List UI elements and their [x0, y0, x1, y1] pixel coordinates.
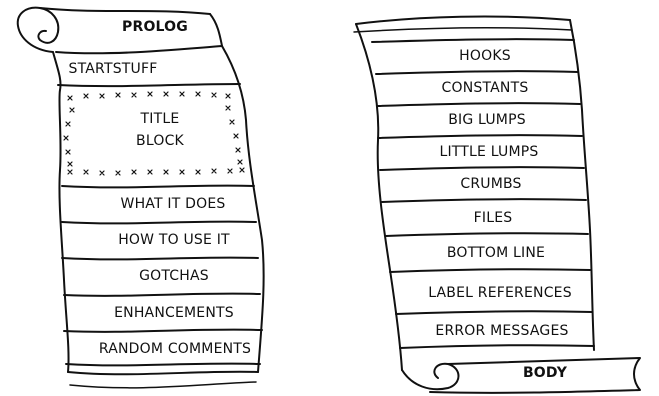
prolog-banner-right — [209, 13, 223, 47]
prolog-section-random-comments: RANDOM COMMENTS — [98, 341, 252, 357]
prolog-left-edge — [52, 51, 70, 373]
prolog-top-curl — [16, 6, 60, 53]
body-section-big-lumps: BIG LUMPS — [448, 112, 526, 128]
prolog-section-how-to-use-it: HOW TO USE IT — [118, 232, 230, 248]
body-section-files: FILES — [473, 210, 513, 226]
body-banner — [429, 357, 641, 394]
prolog-section-startstuff: STARTSTUFF — [68, 61, 158, 77]
title-block-line-1: TITLE — [140, 111, 180, 127]
title-block-x-border — [63, 91, 245, 176]
body-section-crumbs: CRUMBS — [460, 176, 522, 192]
prolog-banner-top — [39, 7, 211, 15]
title-block-line-2: BLOCK — [136, 133, 184, 149]
body-section-bottom-line: BOTTOM LINE — [446, 245, 546, 261]
prolog-section-gotchas: GOTCHAS — [139, 268, 209, 284]
body-top-edge — [355, 15, 571, 25]
body-bottom-curl — [401, 362, 460, 391]
prolog-title: PROLOG — [122, 19, 188, 35]
prolog-bottom-edge — [67, 370, 259, 376]
body-title: BODY — [522, 365, 568, 381]
prolog-section-enhancements: ENHANCEMENTS — [114, 305, 234, 321]
body-scroll — [353, 15, 641, 394]
prolog-right-edge — [221, 45, 265, 373]
body-section-constants: CONSTANTS — [441, 80, 529, 96]
body-right-edge — [569, 19, 595, 351]
prolog-section-what-it-does: WHAT IT DOES — [120, 196, 226, 212]
body-section-little-lumps: LITTLE LUMPS — [439, 144, 539, 160]
body-section-label-references: LABEL REFERENCES — [428, 285, 572, 301]
body-left-edge — [355, 23, 403, 371]
body-section-hooks: HOOKS — [459, 48, 511, 64]
prolog-scroll — [16, 6, 265, 389]
body-section-error-messages: ERROR MESSAGES — [435, 323, 569, 339]
